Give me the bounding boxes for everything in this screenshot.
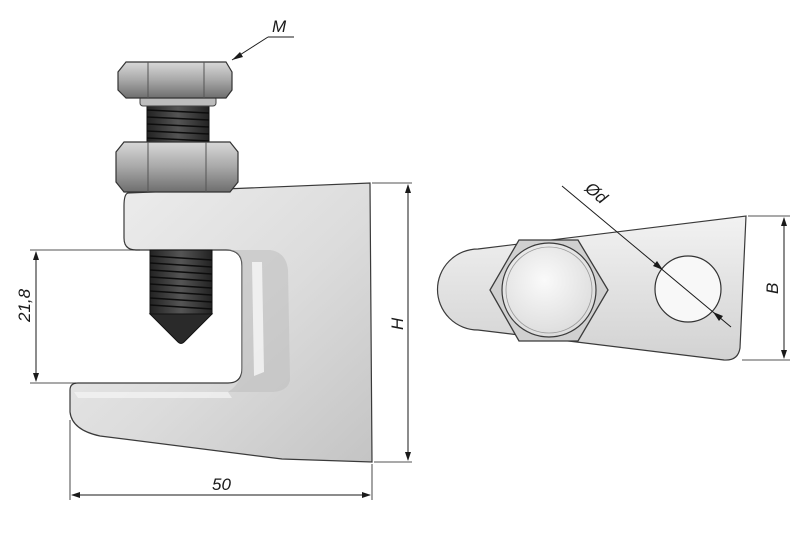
clamp-body (69, 182, 373, 463)
top-nut (117, 61, 233, 99)
clamp-side-view (69, 61, 373, 463)
dim-height: H (372, 182, 412, 463)
lower-jaw-edge (74, 392, 232, 398)
dim-opening: 21,8 (15, 249, 140, 384)
bolt-tip (148, 313, 214, 344)
dim-thread-m: M (231, 17, 294, 61)
dim-width-50: 50 (69, 420, 373, 500)
label-m: M (272, 17, 287, 36)
top-view-hex-nut (489, 239, 609, 342)
label-h: H (388, 317, 407, 330)
label-b: B (763, 283, 782, 294)
clamp-top-view (436, 215, 747, 361)
label-21-8: 21,8 (15, 288, 34, 323)
bolt-lower-thread (148, 249, 214, 344)
mounting-hole (654, 255, 722, 323)
dim-width-b: B (742, 215, 790, 361)
jaw-highlight (252, 262, 264, 376)
label-50: 50 (212, 475, 231, 494)
label-od: Ød (581, 178, 612, 208)
lock-nut (115, 141, 239, 193)
bolt-upper-thread (146, 103, 210, 145)
